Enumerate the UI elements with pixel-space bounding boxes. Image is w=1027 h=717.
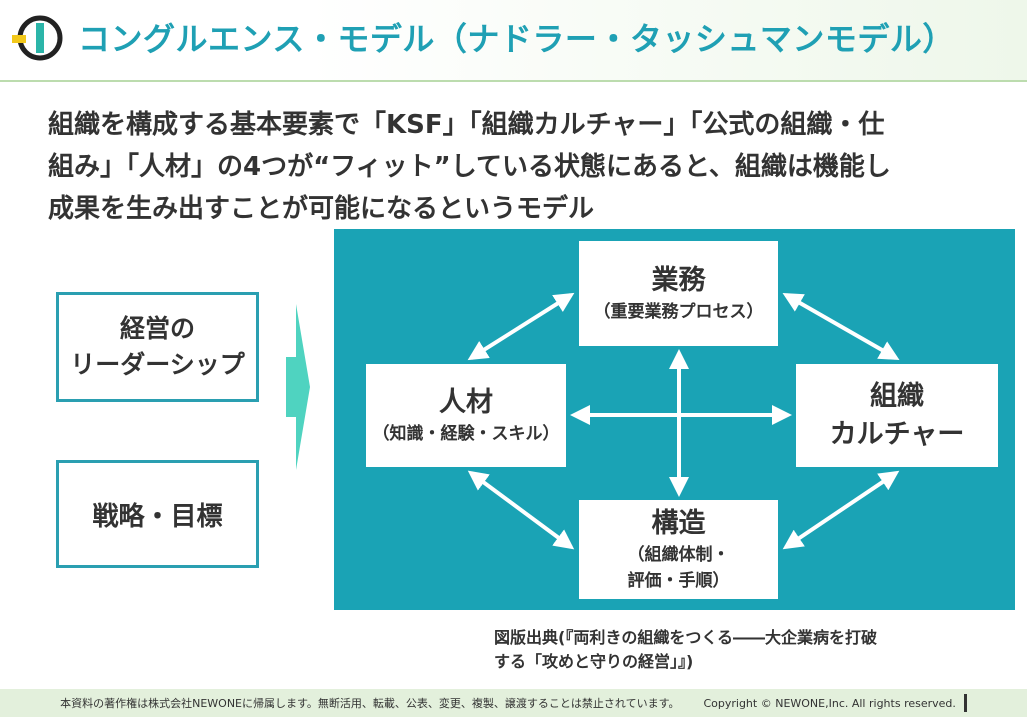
leadership-line1: 経営の [119, 314, 195, 343]
node-culture-line2: カルチャー [829, 418, 965, 450]
node-culture-line1: 組織 [870, 380, 924, 412]
source-line1: 図版出典(『両利きの組織をつくる――大企業病を打破 [494, 628, 877, 647]
node-work-sub: （重要業務プロセス） [593, 301, 764, 322]
node-structure-sub2: 評価・手順） [627, 570, 730, 591]
lead-text: 組織を構成する基本要素で「KSF」「組織カルチャー」「公式の組織・仕 組み」「人… [48, 104, 978, 230]
arrow-bottom-left [467, 470, 575, 550]
arrow-top-right [782, 293, 900, 360]
title-bar: コングルエンス・モデル（ナドラー・タッシュマンモデル） [0, 0, 1027, 82]
node-people-sub: （知識・経験・スキル） [372, 423, 560, 444]
copyright-text: Copyright © NEWONE,Inc. All rights reser… [703, 696, 956, 710]
newone-logo-icon [12, 15, 63, 61]
right-arrow-icon [286, 304, 310, 470]
lead-line: 組織を構成する基本要素で「KSF」「組織カルチャー」「公式の組織・仕 [48, 110, 885, 140]
node-structure: 構造 （組織体制・ 評価・手順） [579, 500, 778, 599]
node-structure-sub1: （組織体制・ [627, 544, 730, 565]
arrow-top-left [467, 292, 575, 361]
node-work-name: 業務 [651, 264, 706, 296]
strategy-label: 戦略・目標 [92, 501, 223, 532]
source-line2: する「攻めと守りの経営」』) [494, 652, 694, 671]
figure-source: 図版出典(『両利きの組織をつくる――大企業病を打破 する「攻めと守りの経営」』) [494, 626, 1014, 674]
leadership-line2: リーダーシップ [70, 350, 245, 379]
arrow-bottom-right [782, 470, 900, 550]
node-work: 業務 （重要業務プロセス） [579, 241, 778, 346]
fit-arrows [467, 292, 900, 550]
leadership-box: 経営の リーダーシップ [56, 292, 259, 402]
congruence-diagram: 業務 （重要業務プロセス） 人材 （知識・経験・スキル） 組織 カルチャー 構造… [334, 229, 1015, 610]
node-culture: 組織 カルチャー [796, 364, 998, 467]
node-people: 人材 （知識・経験・スキル） [366, 364, 566, 467]
strategy-box: 戦略・目標 [56, 460, 259, 568]
lead-line: 組み」「人材」の4つが“フィット”している状態にあると、組織は機能し [48, 152, 891, 182]
node-people-name: 人材 [439, 386, 493, 418]
footer: 本資料の著作権は株式会社NEWONEに帰属します。無断活用、転載、公表、変更、複… [0, 689, 1027, 717]
node-structure-name: 構造 [651, 507, 706, 539]
copyright-notice: 本資料の著作権は株式会社NEWONEに帰属します。無断活用、転載、公表、変更、複… [60, 697, 680, 710]
page-title: コングルエンス・モデル（ナドラー・タッシュマンモデル） [78, 20, 955, 58]
footer-divider [963, 694, 967, 712]
lead-line: 成果を生み出すことが可能になるというモデル [48, 194, 595, 224]
